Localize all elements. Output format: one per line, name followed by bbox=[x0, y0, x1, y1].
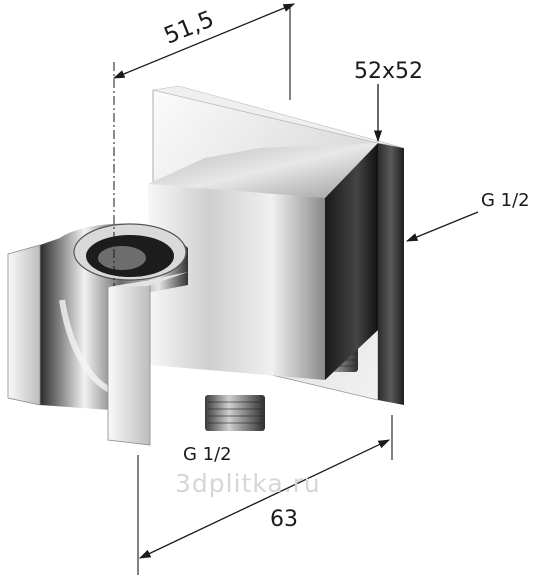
holder-cup bbox=[40, 223, 188, 410]
dimension-inlet-thread: G 1/2 bbox=[405, 190, 530, 242]
wall-plate-side bbox=[378, 143, 404, 405]
holder-left-arm bbox=[7, 244, 41, 406]
outlet-thread-label: G 1/2 bbox=[183, 444, 232, 465]
wall-plate-top bbox=[152, 85, 405, 149]
body-top-face bbox=[148, 143, 378, 198]
watermark-text: 3dplitka.ru bbox=[175, 469, 321, 498]
holder-front-arm bbox=[107, 279, 151, 446]
width-bottom-dimension-line bbox=[138, 439, 391, 559]
bottom-thread bbox=[205, 395, 265, 431]
body-right-face bbox=[325, 143, 378, 380]
width-bottom-label: 63 bbox=[270, 507, 298, 532]
inlet-thread-label: G 1/2 bbox=[481, 190, 530, 211]
body-center-face bbox=[148, 184, 325, 380]
wall-connector-illustration bbox=[7, 85, 405, 446]
plate-size-label: 52x52 bbox=[354, 59, 423, 84]
holder-front-arm-top bbox=[108, 272, 188, 287]
depth-top-dimension-line bbox=[112, 3, 296, 79]
dimension-width-bottom: 63 bbox=[137, 415, 393, 575]
dimension-plate-size: 52x52 bbox=[354, 59, 423, 143]
inlet-thread-leader bbox=[405, 211, 479, 242]
dimension-depth-top: 51,5 bbox=[112, 3, 296, 100]
depth-top-label: 51,5 bbox=[161, 6, 218, 49]
